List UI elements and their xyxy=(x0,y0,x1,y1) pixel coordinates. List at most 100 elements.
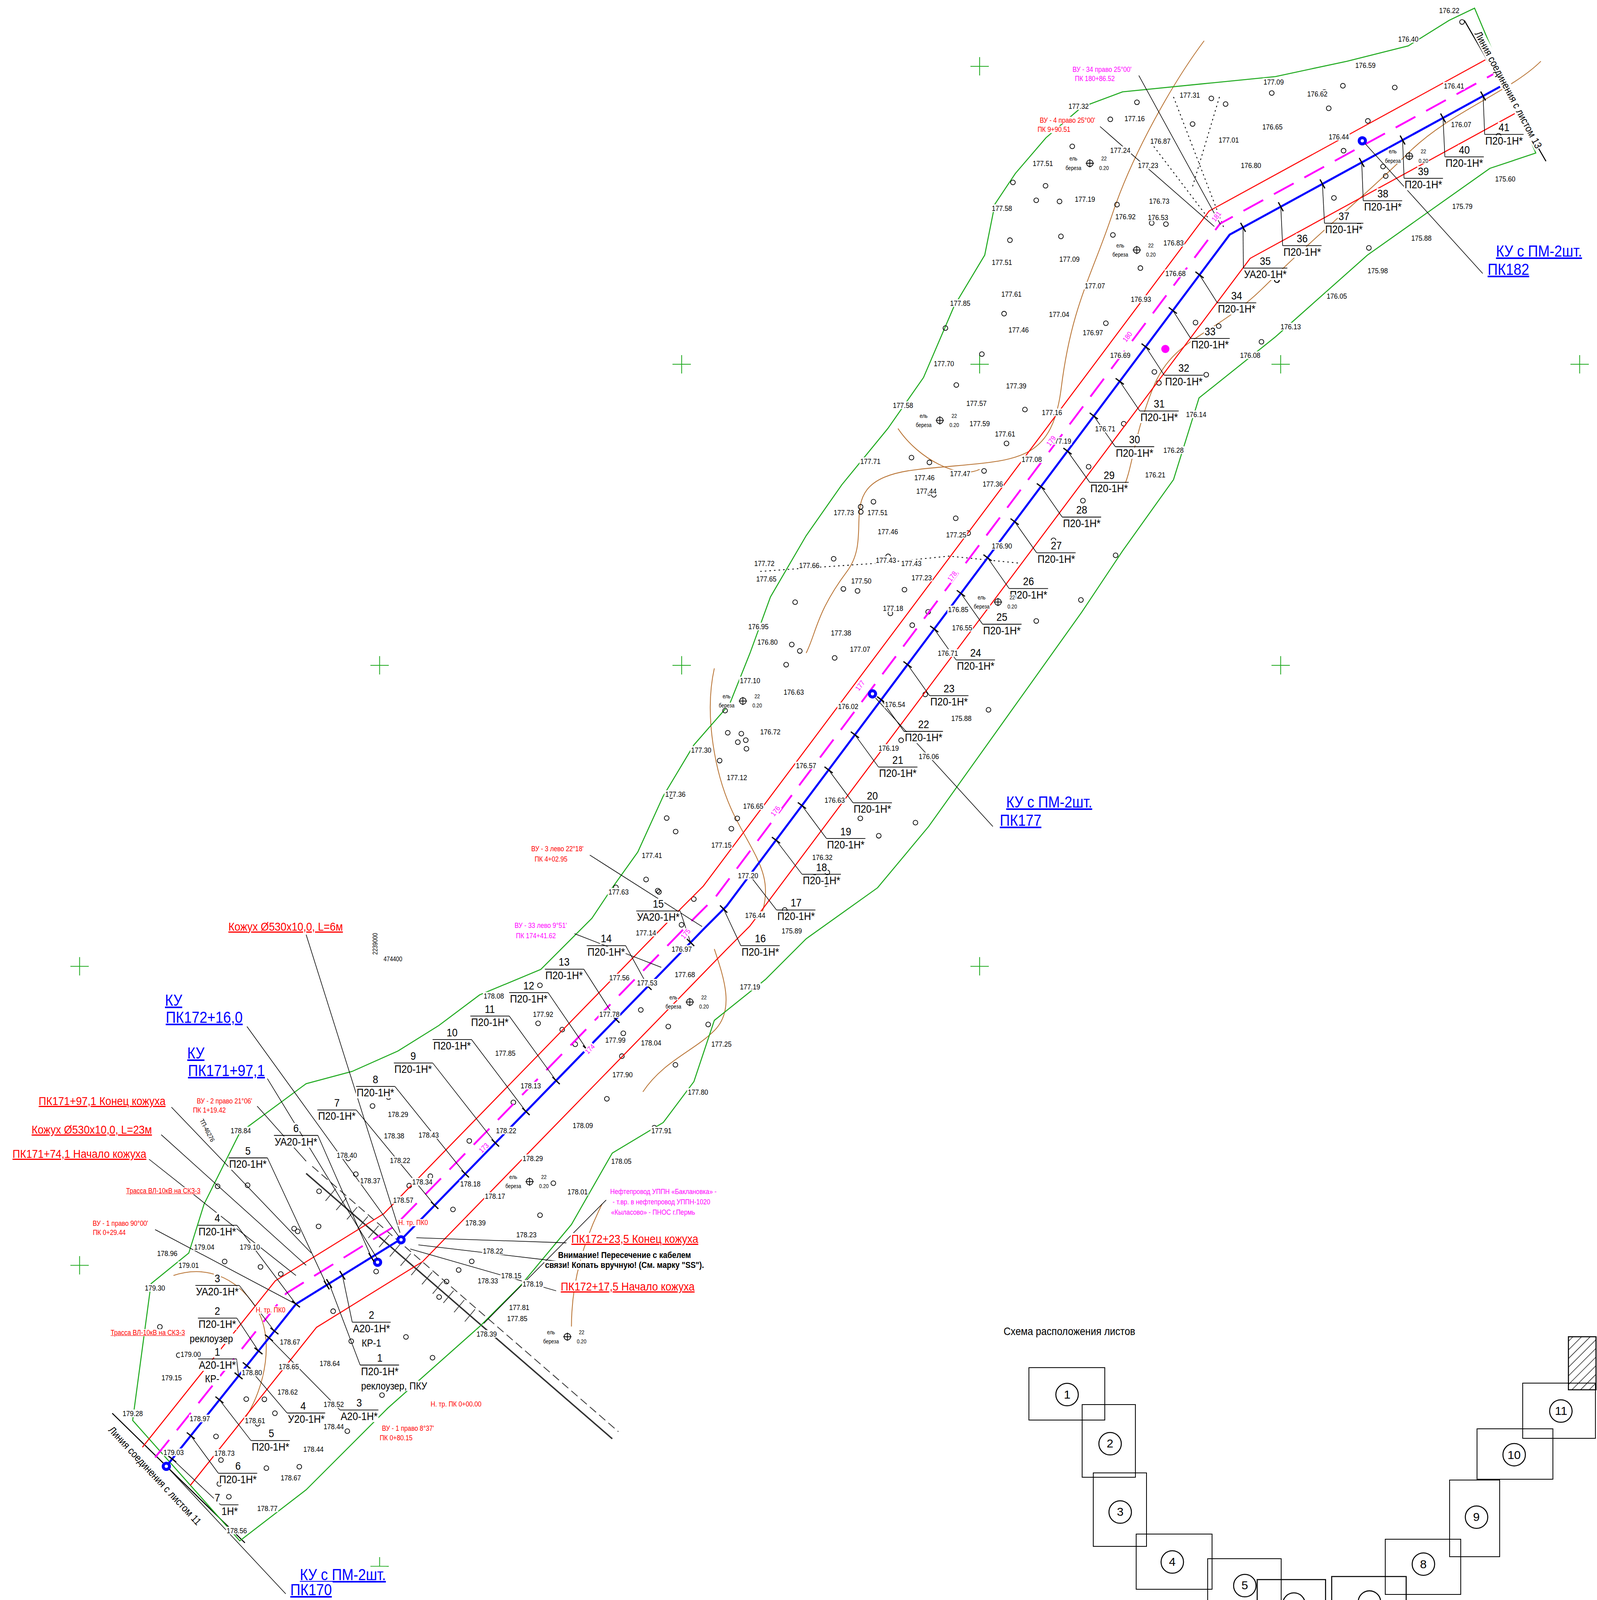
support-type: П20-1Н* xyxy=(878,767,918,780)
spot-elevation: 176.63 xyxy=(783,688,805,696)
support-number: 29 xyxy=(1103,469,1116,482)
survey-point xyxy=(738,731,744,737)
spot-elevation: 176.57 xyxy=(795,761,818,770)
pump-station-label: КУ с ПМ-2шт. xyxy=(299,1566,387,1583)
support-underline xyxy=(929,695,969,697)
spot-elevation: 176.68 xyxy=(1164,269,1187,278)
spot-elevation: 177.38 xyxy=(829,628,852,637)
valve-marker xyxy=(1360,139,1364,143)
survey-point xyxy=(831,556,837,562)
support-underline xyxy=(355,1086,395,1087)
crossing-hatch xyxy=(464,1309,476,1322)
survey-point xyxy=(912,820,918,826)
survey-point xyxy=(1192,320,1198,325)
spot-elevation: 176.14 xyxy=(1185,410,1207,418)
spot-elevation: 177.39 xyxy=(1005,382,1028,390)
survey-point xyxy=(1383,173,1389,179)
tree-symbol xyxy=(1085,159,1095,168)
spot-elevation: 178.22 xyxy=(495,1127,518,1135)
support-leader xyxy=(236,1318,259,1352)
survey-point xyxy=(1058,233,1064,239)
survey-point xyxy=(858,815,863,821)
sheet-number: 3 xyxy=(1117,1506,1124,1518)
support-type: П20-1Н* xyxy=(1324,224,1364,236)
spot-elevation: 176.97 xyxy=(670,945,693,954)
support-underline xyxy=(852,802,892,804)
pipeline-route xyxy=(166,86,1501,1467)
spot-elevation: 176.41 xyxy=(1443,81,1466,90)
support-tick xyxy=(552,1076,560,1085)
tree-note: ель xyxy=(918,413,929,419)
survey-point xyxy=(1078,597,1084,603)
contour-line xyxy=(1122,61,1541,490)
support-number: 13 xyxy=(558,956,571,968)
support-number: 11 xyxy=(483,1003,496,1016)
support-number: 41 xyxy=(1498,121,1511,134)
support-leader xyxy=(854,734,879,768)
tree-note: 22 xyxy=(578,1329,586,1336)
crossing-hatch xyxy=(357,1216,368,1229)
crossing-hatch xyxy=(325,1188,336,1201)
spot-elevation: 177.43 xyxy=(900,559,923,568)
sheet-circle xyxy=(1282,1593,1306,1600)
support-leader xyxy=(907,664,930,696)
support-number: 4 xyxy=(299,1400,307,1412)
survey-point xyxy=(1113,552,1118,558)
spot-elevation: 177.23 xyxy=(910,573,933,582)
survey-point xyxy=(981,468,987,474)
spot-elevation: 177.31 xyxy=(1179,90,1201,99)
spot-elevation: 177.99 xyxy=(604,1036,627,1044)
tree-note: 22 xyxy=(950,413,958,419)
valve-marker xyxy=(870,692,874,696)
survey-point xyxy=(537,1212,543,1218)
survey-point xyxy=(1107,116,1113,122)
support-type: П20-1Н* xyxy=(802,875,842,887)
tree-note: ель xyxy=(1068,155,1079,162)
survey-point xyxy=(353,1171,359,1177)
support-number: 31 xyxy=(1153,398,1166,410)
valve-marker xyxy=(164,1464,169,1468)
pump-station-label: ПК177 xyxy=(999,812,1043,829)
support-number: 2 xyxy=(367,1309,375,1321)
support-underline xyxy=(1243,267,1288,269)
spot-elevation: 177.14 xyxy=(635,928,658,937)
survey-point xyxy=(272,1411,278,1416)
support-tick xyxy=(719,905,727,913)
spot-elevation: 175.79 xyxy=(1451,202,1474,210)
spot-elevation: 175.98 xyxy=(1366,266,1389,275)
survey-point xyxy=(1057,199,1062,204)
support-underline xyxy=(197,1225,237,1226)
spot-elevation: 177.10 xyxy=(739,676,762,685)
support-leader xyxy=(268,1337,341,1410)
spot-elevation: 179.03 xyxy=(162,1448,185,1456)
spot-elevation: 177.56 xyxy=(608,973,631,982)
support-number: 3 xyxy=(355,1397,363,1409)
tree-note: ель xyxy=(1388,148,1398,155)
spot-elevation: 178.18 xyxy=(459,1179,482,1188)
crossing-note: - т.вр. в нефтепровод УППН-1020 xyxy=(611,1198,711,1206)
tree-note: 0.20 xyxy=(538,1183,550,1190)
coordinate: 474400 xyxy=(382,956,404,963)
leader-line xyxy=(416,1237,567,1244)
support-type: П20-1Н* xyxy=(1282,246,1322,258)
support-number: 27 xyxy=(1049,540,1063,552)
spot-elevation: 178.05 xyxy=(610,1157,633,1166)
survey-point xyxy=(1392,85,1398,90)
contour-line xyxy=(897,428,980,472)
survey-point xyxy=(665,1024,671,1029)
survey-point xyxy=(1004,440,1010,446)
row-boundary xyxy=(142,59,1485,1448)
tree-note: 0.20 xyxy=(751,702,763,709)
casing-note: ПК171+74,1 Начало кожуха xyxy=(11,1148,147,1161)
support-tick xyxy=(215,1396,224,1404)
support-tick xyxy=(522,1107,530,1116)
spot-elevation: 177.57 xyxy=(965,399,988,407)
support-leader xyxy=(1145,346,1165,376)
support-leader xyxy=(356,1109,436,1206)
support-type: П20-1Н* xyxy=(251,1441,291,1453)
spot-elevation: 177.72 xyxy=(753,559,776,568)
tree-note: береза xyxy=(1384,158,1402,164)
sheet-frame xyxy=(1257,1579,1326,1600)
spot-elevation: 176.80 xyxy=(756,638,779,646)
support-type: П20-1Н* xyxy=(1089,483,1129,495)
